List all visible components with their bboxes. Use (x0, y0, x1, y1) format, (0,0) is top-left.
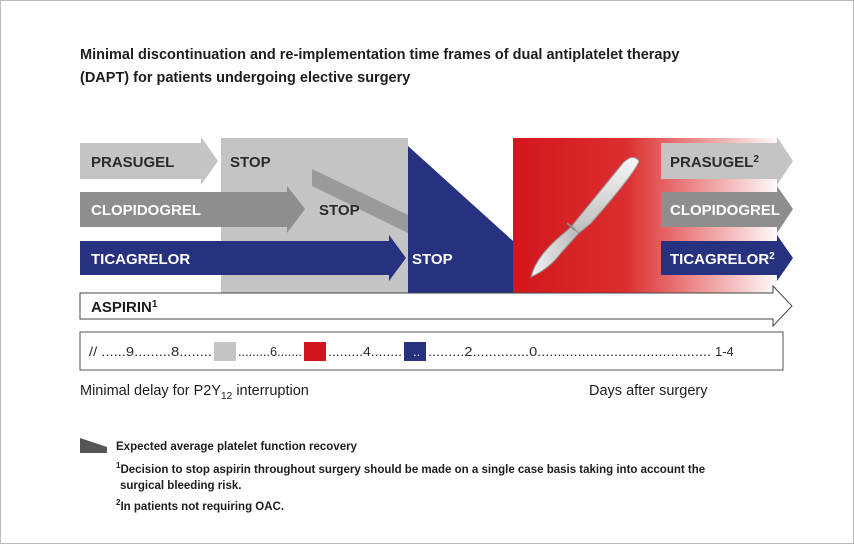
clopidogrel-arrow (80, 186, 305, 233)
timeline-text-2: .........4........ (328, 344, 402, 359)
clopidogrel-recovery-wedge (312, 169, 408, 233)
clopidogrel-stop-label: STOP (319, 202, 360, 219)
aspirin-label: ASPIRIN1 (91, 299, 158, 316)
ticagrelor-stop-label: STOP (412, 251, 453, 268)
legend-note-1-cont: surgical bleeding risk. (120, 480, 242, 492)
timeline-text-1: .........6....... (238, 344, 302, 359)
timeline-marker-blue (404, 342, 426, 361)
days-caption: Days after surgery (589, 383, 708, 399)
timeline-text-4: .........2..............0...............… (428, 344, 711, 359)
timeline-marker-gray (214, 342, 236, 361)
timeline-text-5: 1-4 (715, 344, 734, 359)
ticagrelor-resume-label: TICAGRELOR2 (670, 251, 775, 268)
page-title: Minimal discontinuation and re-implement… (80, 44, 780, 90)
clopidogrel-resume-arrow (661, 186, 793, 233)
prasugel-label: PRASUGEL (91, 154, 174, 171)
prasugel-resume-label: PRASUGEL2 (670, 154, 759, 171)
ticagrelor-label: TICAGRELOR (91, 251, 190, 268)
timeline-marker-red (304, 342, 326, 361)
scalpel-icon (530, 157, 640, 278)
ticagrelor-arrow (80, 235, 406, 281)
legend-note-2: 2In patients not requiring OAC. (116, 498, 285, 513)
legend-recovery: Expected average platelet function recov… (116, 441, 357, 453)
clopidogrel-resume-label: CLOPIDOGREL (670, 202, 780, 219)
recovery-legend-icon (80, 438, 107, 453)
day-timeline (79, 331, 784, 371)
prasugel-stop-label: STOP (230, 154, 271, 171)
title-line-1: Minimal discontinuation and re-implement… (80, 47, 680, 63)
ticagrelor-resume-arrow (661, 235, 793, 281)
prasugel-arrow (80, 137, 218, 185)
prasugel-resume-arrow (661, 137, 793, 185)
legend-note-1: 1Decision to stop aspirin throughout sur… (116, 461, 706, 476)
ticagrelor-stop-zone (408, 146, 513, 294)
delay-caption: Minimal delay for P2Y12 interruption (80, 383, 309, 402)
aspirin-arrow (79, 284, 793, 328)
timeline-text-0: // ......9.........8........ (89, 344, 212, 359)
timeline-text-3: .. (413, 344, 420, 359)
title-line-2: (DAPT) for patients undergoing elective … (80, 70, 411, 86)
clopidogrel-label: CLOPIDOGREL (91, 202, 201, 219)
